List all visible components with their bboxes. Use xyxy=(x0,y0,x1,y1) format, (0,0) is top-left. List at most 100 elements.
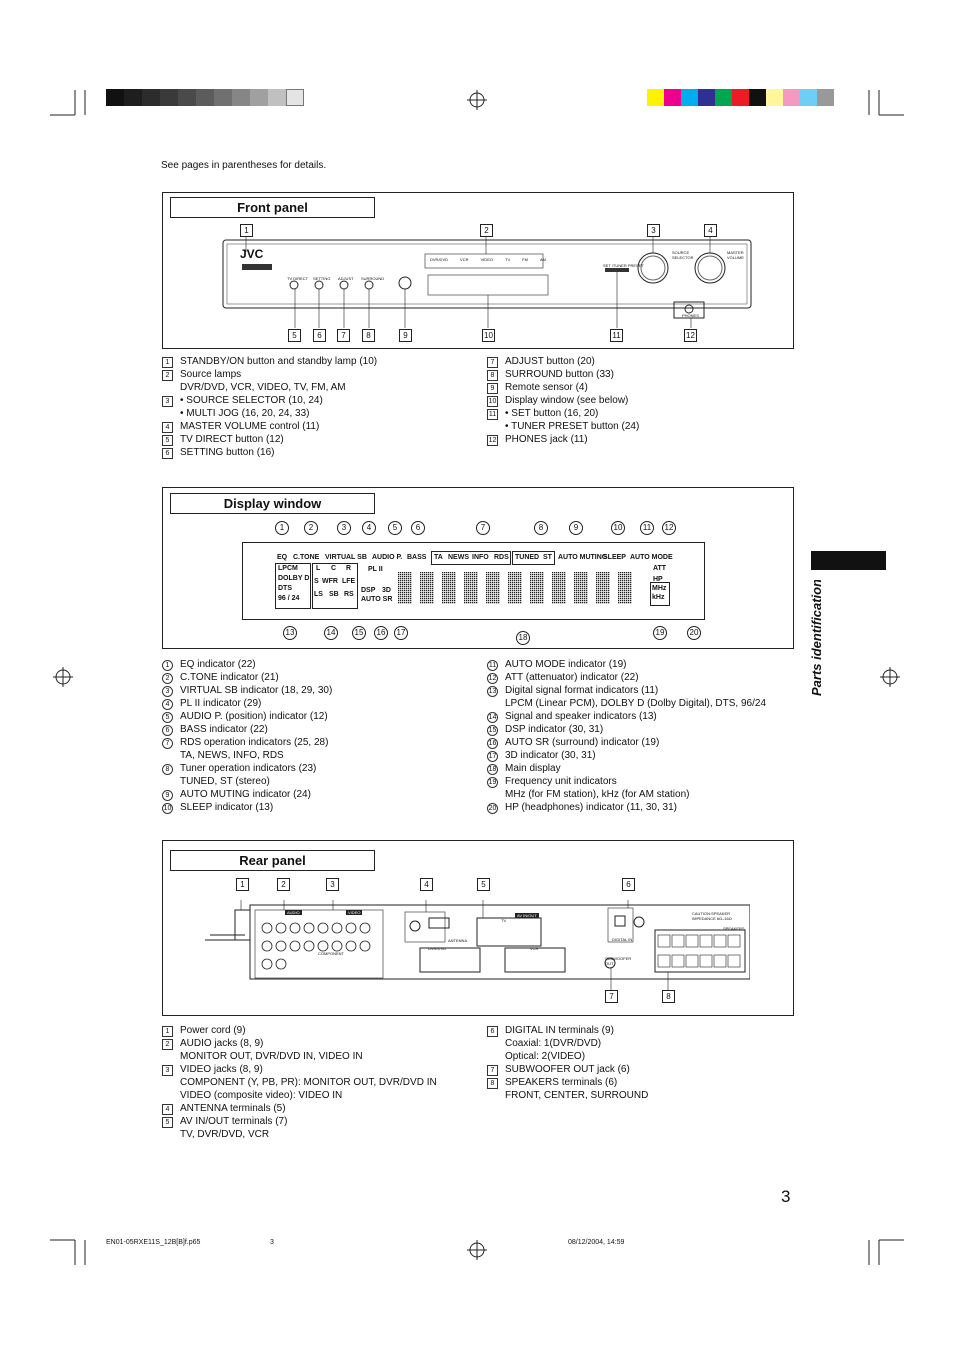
speaker-c: C xyxy=(331,565,337,572)
callout-front-3: 3 xyxy=(647,224,660,237)
rds-indicator-box xyxy=(431,551,511,565)
adjust-label: ADJUST xyxy=(338,276,354,281)
gray-swatch xyxy=(106,89,124,106)
callout-display-19: 19 xyxy=(653,626,667,640)
callout-rear-7: 7 xyxy=(605,990,618,1003)
tuned-indicator: TUNED xyxy=(515,554,540,561)
front-panel-section: Front panel xyxy=(162,192,794,349)
callout-rear-5: 5 xyxy=(477,878,490,891)
dvr-dvd-av-label: DVR/DVD xyxy=(428,946,447,951)
callout-rear-1: 1 xyxy=(236,878,249,891)
callout-display-9: 9 xyxy=(569,521,583,535)
info-indicator: INFO xyxy=(472,554,489,561)
color-swatch xyxy=(732,89,749,106)
callout-rear-8: 8 xyxy=(662,990,675,1003)
auto-muting-indicator: AUTO MUTING xyxy=(558,554,608,561)
auto-sr-indicator: AUTO SR xyxy=(361,596,393,603)
callout-front-7: 7 xyxy=(337,329,350,342)
standby-on-button[interactable] xyxy=(242,264,272,270)
lpcm-indicator: LPCM xyxy=(278,565,298,572)
callout-display-14: 14 xyxy=(324,626,338,640)
source-lamp-label: AM xyxy=(539,257,546,262)
callout-display-7: 7 xyxy=(476,521,490,535)
speaker-l: L xyxy=(316,565,321,572)
callout-display-11: 11 xyxy=(640,521,654,535)
mhz-indicator: MHz xyxy=(652,585,667,592)
callout-display-8: 8 xyxy=(534,521,548,535)
callout-front-1: 1 xyxy=(240,224,253,237)
virtual-sb-indicator: VIRTUAL SB xyxy=(325,554,367,561)
speaker-rs: RS xyxy=(344,591,354,598)
callout-rear-2: 2 xyxy=(277,878,290,891)
display-window-frame xyxy=(242,542,705,620)
speaker-wfr: WFR xyxy=(322,578,338,585)
callout-display-3: 3 xyxy=(337,521,351,535)
callout-display-18: 18 xyxy=(516,631,530,645)
callout-display-4: 4 xyxy=(362,521,376,535)
att-indicator: ATT xyxy=(653,565,667,572)
color-swatch xyxy=(783,89,800,106)
source-lamp-label: VCR xyxy=(460,257,469,262)
callout-front-9: 9 xyxy=(399,329,412,342)
front-panel-drawing xyxy=(222,236,752,328)
display-window-title: Display window xyxy=(170,493,375,514)
gray-swatch xyxy=(142,89,160,106)
callout-front-8: 8 xyxy=(362,329,375,342)
footer-page: 3 xyxy=(270,1239,274,1246)
callout-display-15: 15 xyxy=(352,626,366,640)
rear-panel-title: Rear panel xyxy=(170,850,375,871)
component-label: COMPONENT xyxy=(318,951,344,956)
color-swatch xyxy=(749,89,766,106)
callout-front-11: 11 xyxy=(610,329,623,342)
callout-rear-6: 6 xyxy=(622,878,635,891)
video-label: VIDEO xyxy=(346,910,363,915)
callout-rear-3: 3 xyxy=(326,878,339,891)
tv-av-label: TV xyxy=(501,918,507,923)
callout-display-1: 1 xyxy=(275,521,289,535)
callout-display-16: 16 xyxy=(374,626,388,640)
gray-swatch xyxy=(178,89,196,106)
callout-display-5: 5 xyxy=(388,521,402,535)
color-swatch xyxy=(664,89,681,106)
signal-format-box xyxy=(275,563,311,609)
av-inout-label: AV IN/OUT xyxy=(515,913,539,918)
legend-item: 3• SOURCE SELECTOR (10, 24) xyxy=(162,394,377,407)
gray-swatch xyxy=(268,89,286,106)
gray-swatch xyxy=(160,89,178,106)
callout-display-10: 10 xyxy=(611,521,625,535)
gray-swatch xyxy=(196,89,214,106)
color-swatch xyxy=(647,89,664,106)
news-indicator: NEWS xyxy=(448,554,469,561)
source-lamp-row: DVR/DVD VCR VIDEO TV FM AM xyxy=(430,257,546,262)
master-volume-label: MASTER VOLUME xyxy=(727,250,744,260)
color-swatch xyxy=(800,89,817,106)
speaker-r: R xyxy=(346,565,352,572)
color-swatch xyxy=(715,89,732,106)
callout-display-2: 2 xyxy=(304,521,318,535)
intro-text: See pages in parentheses for details. xyxy=(161,160,327,171)
9624-indicator: 96 / 24 xyxy=(278,595,300,602)
audio-label: AUDIO xyxy=(285,910,302,915)
rear-panel-section: Rear panel xyxy=(162,840,794,1016)
st-indicator: ST xyxy=(543,554,552,561)
color-swatch xyxy=(698,89,715,106)
